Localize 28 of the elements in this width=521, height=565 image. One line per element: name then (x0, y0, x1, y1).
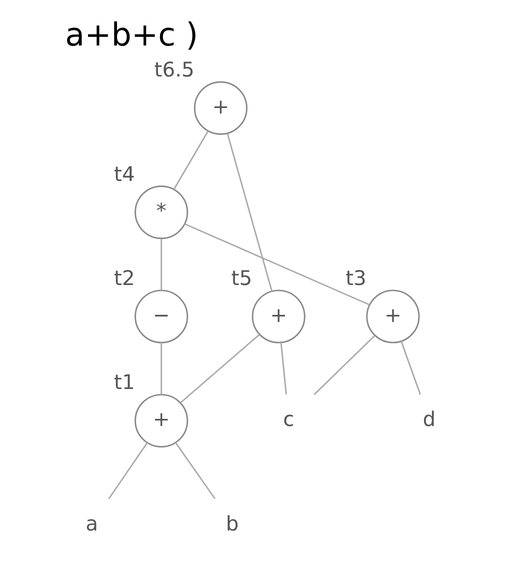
connector (400, 341, 421, 395)
connector (175, 442, 216, 500)
node-label: t4 (114, 162, 135, 186)
node-text: a (86, 511, 98, 536)
connector (280, 342, 287, 394)
connector (180, 334, 260, 404)
connector (184, 223, 370, 306)
node-label: t5 (231, 266, 252, 290)
node-label: t6.5 (154, 58, 194, 82)
connector (108, 442, 148, 500)
connector (160, 238, 162, 290)
diagram-title: a+b+c ) (65, 15, 198, 54)
node-circle: + (252, 290, 306, 344)
connector (314, 335, 376, 396)
node-text: c (283, 407, 294, 432)
node-circle: + (194, 81, 248, 135)
node-circle: * (134, 186, 188, 240)
node-text: d (422, 407, 436, 432)
node-circle: + (366, 290, 420, 344)
node-label: t3 (346, 266, 366, 290)
node-circle: + (134, 394, 188, 448)
node-circle: − (134, 290, 188, 344)
connector (173, 130, 209, 190)
node-label: t1 (114, 370, 135, 394)
node-text: b (226, 511, 239, 536)
connector (160, 343, 162, 395)
node-label: t2 (114, 266, 135, 290)
connector (226, 133, 273, 292)
